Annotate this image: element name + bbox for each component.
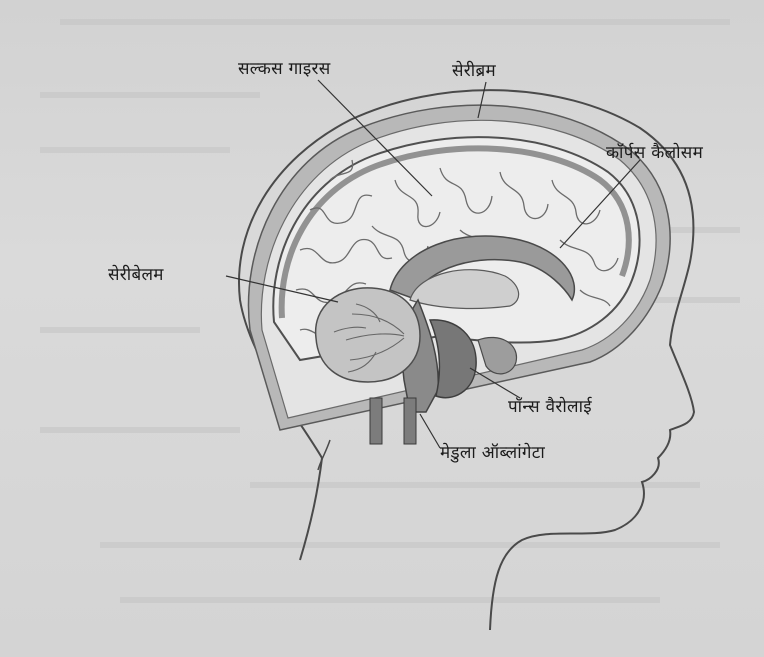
- label-medulla: मेडुला ऑब्लांगेटा: [440, 440, 545, 463]
- spinal-cord-left: [370, 398, 382, 444]
- label-cerebellum: सेरीबेलम: [108, 262, 164, 285]
- spinal-cord-right: [404, 398, 416, 444]
- label-sulcus-gyrus: सल्कस गाइरस: [238, 56, 331, 79]
- label-pons: पॉन्स वैरोलाई: [508, 394, 592, 417]
- label-cerebrum: सेरीब्रम: [452, 58, 496, 81]
- label-corpus-callosum: कॉर्पस कैलोसम: [606, 140, 703, 163]
